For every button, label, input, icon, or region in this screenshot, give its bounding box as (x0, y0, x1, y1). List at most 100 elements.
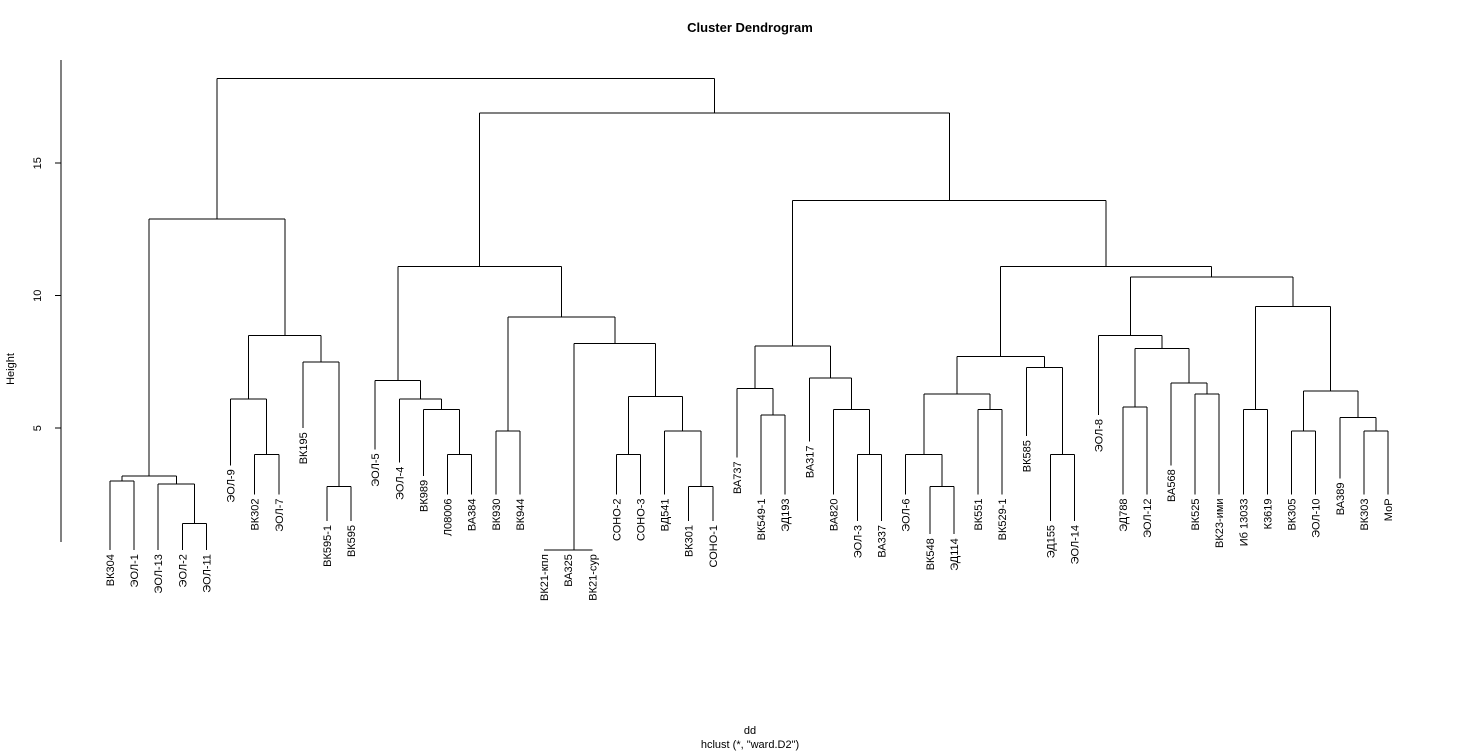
y-tick-label: 10 (32, 290, 44, 302)
leaf-label: ВК529-1 (997, 498, 1009, 540)
leaf-label: ВК302 (250, 498, 262, 530)
merge-node (1049, 454, 1076, 521)
leaf-label: ЭОЛ-12 (1142, 498, 1154, 537)
merge-node (664, 430, 702, 495)
merge-node (495, 430, 521, 495)
leaf-label: ВА389 (1335, 483, 1347, 516)
merge-node (230, 398, 268, 466)
leaf-label: ВА337 (877, 525, 889, 558)
leaf-label: ЭОЛ-13 (153, 554, 165, 593)
leaf-label: ВК23-ими (1214, 498, 1226, 548)
merge-node (121, 475, 177, 484)
leaf-label: ВК944 (515, 498, 527, 530)
merge-node (148, 218, 286, 476)
leaf-label: ВК549-1 (756, 498, 768, 540)
merge-node (792, 199, 1107, 347)
merge-node (832, 409, 871, 495)
merge-node (627, 395, 684, 455)
x-axis-label: dd (744, 725, 756, 737)
merge-node (422, 409, 461, 476)
y-tick-label: 15 (32, 157, 44, 169)
leaf-label: ЭОЛ-7 (274, 498, 286, 531)
merge-node (615, 454, 641, 495)
leaf-label: ЭОЛ-10 (1311, 498, 1323, 537)
merge-node (302, 361, 340, 487)
leaf-label: ВД541 (660, 498, 672, 531)
merge-node (754, 345, 831, 389)
leaf-label: ВК304 (105, 554, 117, 586)
leaf-label: ЭОЛ-11 (201, 554, 213, 593)
leaf-label: ВК195 (298, 432, 310, 464)
merge-node (507, 316, 616, 431)
merge-node (736, 387, 774, 458)
leaf-label: ЭД788 (1118, 498, 1130, 531)
leaf-label: ВА737 (732, 461, 744, 494)
merge-node (216, 77, 716, 219)
leaf-label: ЭОЛ-8 (1094, 419, 1106, 452)
leaf-label: ВА317 (804, 445, 816, 478)
merge-node (688, 486, 714, 521)
merge-node (857, 454, 883, 521)
leaf-label: ВК305 (1287, 498, 1299, 530)
leaf-label: ЭОЛ-3 (853, 525, 865, 558)
merge-node (1134, 348, 1190, 407)
merge-node (1303, 390, 1359, 431)
merge-node (397, 266, 562, 381)
merge-node (956, 356, 1045, 394)
merge-node (1254, 305, 1332, 410)
merge-node (1194, 393, 1220, 495)
y-axis-label: Height (5, 353, 17, 385)
leaf-label: ЭОЛ-5 (370, 453, 382, 486)
leaf-label: ВА820 (828, 498, 840, 531)
leaf-label: ВК21-сур (587, 554, 599, 601)
leaf-label: ЭОЛ-1 (129, 554, 141, 587)
leaf-label: ЭОЛ-4 (394, 467, 406, 500)
leaf-label: ВК551 (973, 498, 985, 530)
leaf-label: ЭОЛ-14 (1070, 525, 1082, 564)
leaf-label: ВА568 (1166, 469, 1178, 502)
merge-node (1291, 430, 1317, 495)
merge-node (479, 112, 950, 267)
leaf-label: ЭД155 (1045, 525, 1057, 558)
y-tick-label: 5 (32, 425, 44, 431)
leaf-label: ВК930 (491, 498, 503, 530)
leaf-label: ВК595 (346, 525, 358, 557)
leaf-label: ВК303 (1359, 498, 1371, 530)
leaf-label: ЭОЛ-2 (177, 554, 189, 587)
merge-node (447, 454, 473, 495)
merge-node (326, 486, 352, 521)
leaf-label: ЭОЛ-6 (901, 498, 913, 531)
leaf-label: ВК585 (1021, 440, 1033, 472)
y-axis: 5 10 15 (32, 59, 62, 543)
leaf-label: К3619 (1262, 498, 1274, 529)
x-axis-sublabel: hclust (*, "ward.D2") (701, 739, 799, 751)
merge-node (109, 480, 135, 551)
leaf-label: ВК595-1 (322, 525, 334, 567)
dendrogram-tree (109, 77, 1389, 551)
merge-node (181, 523, 207, 551)
leaf-label: ВК301 (684, 525, 696, 557)
merge-node (905, 454, 943, 495)
merge-node (1339, 417, 1377, 479)
leaf-label: ВА384 (467, 498, 479, 531)
leaf-label: Л08006 (443, 498, 455, 536)
merge-node (1363, 430, 1389, 495)
leaf-label: ЭД114 (949, 538, 961, 571)
merge-node (1242, 409, 1268, 495)
merge-node (1122, 406, 1148, 495)
merge-node (157, 483, 195, 551)
leaf-label: ВК989 (418, 480, 430, 512)
leaf-label: ВК21-кпл (539, 554, 551, 601)
leaf-label: ЭОЛ-9 (226, 469, 238, 502)
merge-node (923, 393, 991, 455)
leaf-label: ЭД193 (780, 498, 792, 531)
merge-node (1098, 334, 1163, 415)
merge-node (929, 486, 955, 535)
merge-node (374, 380, 421, 450)
merge-node (760, 414, 786, 495)
leaf-label: СОНО-3 (635, 498, 647, 541)
merge-node (1000, 266, 1213, 357)
leaf-label: ВК548 (925, 538, 937, 570)
